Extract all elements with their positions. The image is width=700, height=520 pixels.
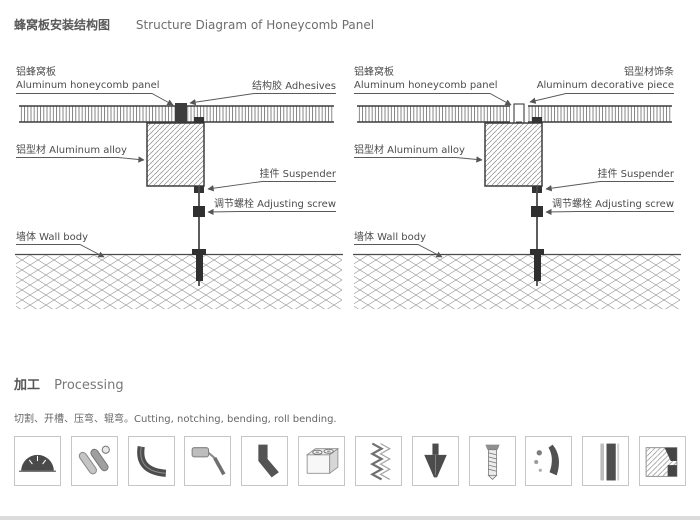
- corrugated-sheet-icon: [354, 436, 402, 486]
- page-title-en: Structure Diagram of Honeycomb Panel: [135, 18, 375, 32]
- adhesive-joint: [175, 103, 187, 124]
- processing-heading-cn: 加工: [14, 378, 41, 393]
- drilled-block-icon: [298, 436, 346, 486]
- circular-saw-blade-icon: [14, 436, 61, 486]
- panel-edge-icon: [582, 436, 630, 486]
- diagram-structure-right: 铝蜂窝板 Aluminum honeycomb panel 铝型材饰条 Alum…: [352, 60, 682, 312]
- callout-adjusting-screw: 调节螺栓 Adjusting screw: [551, 199, 674, 210]
- processing-heading-en: Processing: [54, 378, 124, 393]
- callout-honeycomb-panel: 铝蜂窝板 Aluminum honeycomb panel: [16, 66, 160, 92]
- callout-suspender: 挂件 Suspender: [597, 169, 674, 180]
- processing-thumbnails: [14, 436, 686, 486]
- adjusting-screw-part: [193, 206, 205, 217]
- callout-honeycomb-panel: 铝蜂窝板 Aluminum honeycomb panel: [354, 66, 498, 92]
- callout-suspender: 挂件 Suspender: [259, 169, 336, 180]
- callout-wall-body: 墙体 Wall body: [16, 232, 89, 243]
- page-header: 蜂窝板安装结构图 Structure Diagram of Honeycomb …: [14, 16, 374, 33]
- callout-honeycomb-panel-cn: 铝蜂窝板: [354, 67, 394, 78]
- polishing-tool-icon: [184, 436, 232, 486]
- wall-hatch: [353, 253, 681, 309]
- processing-description: 切割、开槽、压弯、辊弯。Cutting, notching, bending, …: [14, 414, 337, 425]
- callout-decorative-piece: 铝型材饰条 Aluminum decorative piece: [537, 66, 674, 92]
- callout-aluminum-alloy: 铝型材 Aluminum alloy: [354, 145, 465, 156]
- wall-anchor: [530, 249, 544, 281]
- page-title-cn: 蜂窝板安装结构图: [14, 18, 111, 32]
- callout-honeycomb-panel-cn: 铝蜂窝板: [16, 67, 56, 78]
- adjusting-screw-part: [531, 206, 543, 217]
- callout-aluminum-alloy: 铝型材 Aluminum alloy: [16, 145, 127, 156]
- processing-heading: 加工 Processing: [14, 374, 124, 393]
- bottom-border: [0, 516, 700, 520]
- leader-lines: [354, 93, 674, 258]
- wall-hatch: [15, 253, 343, 309]
- screw-icon: [468, 436, 516, 486]
- aluminum-alloy-block: [146, 122, 205, 187]
- callout-decorative-piece-en: Aluminum decorative piece: [536, 80, 674, 91]
- aluminum-alloy-block: [484, 122, 543, 187]
- callout-decorative-piece-cn: 铝型材饰条: [624, 67, 674, 78]
- countersink-bit-icon: [411, 436, 459, 486]
- bent-sheet-icon: [127, 436, 175, 486]
- callout-adhesives: 结构胶 Adhesives: [252, 81, 336, 92]
- press-bent-plate-icon: [241, 436, 289, 486]
- callout-honeycomb-panel-en: Aluminum honeycomb panel: [16, 80, 160, 91]
- notched-block-icon: [638, 436, 686, 486]
- callout-honeycomb-panel-en: Aluminum honeycomb panel: [354, 80, 498, 91]
- structure-drawing-right: [353, 93, 681, 309]
- diagram-structure-left: 铝蜂窝板 Aluminum honeycomb panel 结构胶 Adhesi…: [14, 60, 344, 312]
- leader-lines: [16, 93, 336, 258]
- callout-adjusting-screw: 调节螺栓 Adjusting screw: [213, 199, 336, 210]
- welding-drops-icon: [525, 436, 573, 486]
- milling-rollers-icon: [70, 436, 118, 486]
- callout-wall-body: 墙体 Wall body: [354, 232, 427, 243]
- wall-anchor: [192, 249, 206, 281]
- structure-drawing-left: [15, 93, 343, 309]
